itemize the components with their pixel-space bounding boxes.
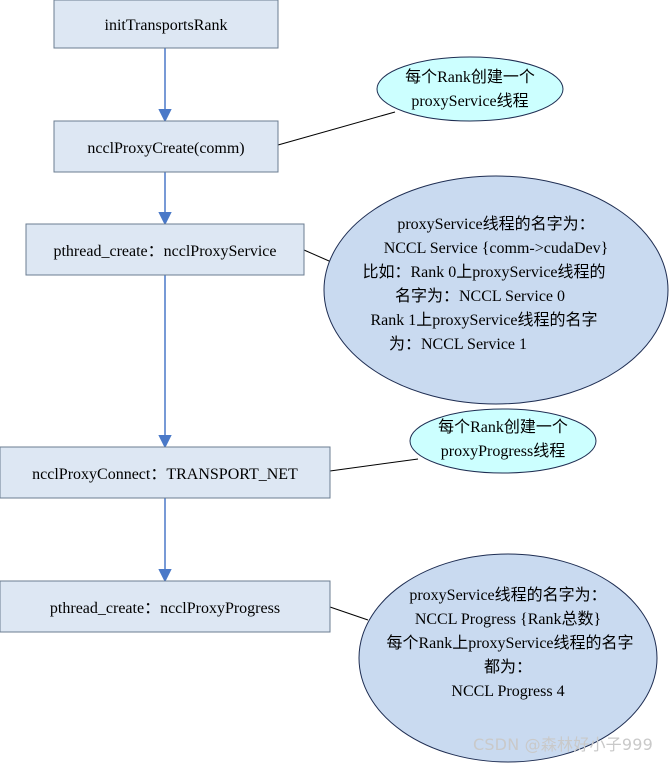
- note-proxy-service-create: 每个Rank创建一个 proxyService线程: [376, 56, 564, 122]
- note-line: NCCL Progress {Rank总数}: [415, 610, 601, 628]
- note-line: proxyService线程: [411, 92, 528, 110]
- note-line: NCCL Service {comm->cudaDev}: [384, 240, 609, 257]
- note-line: 每个Rank上proxyService线程的名字: [386, 634, 633, 652]
- box-init-transports-rank: initTransportsRank: [53, 0, 279, 49]
- connector-connect-note: [329, 458, 419, 472]
- connector-pthread-progress-note: [329, 606, 369, 621]
- box-label: ncclProxyConnect：TRANSPORT_NET: [32, 466, 298, 483]
- note-line: proxyService线程的名字为：: [397, 215, 594, 233]
- box-nccl-proxy-connect: ncclProxyConnect：TRANSPORT_NET: [0, 446, 331, 499]
- note-line: 都为：: [484, 658, 532, 676]
- note-proxy-progress-create: 每个Rank创建一个 proxyProgress线程: [409, 408, 597, 474]
- note-line: Rank 1上proxyService线程的名字: [370, 311, 597, 329]
- box-label: ncclProxyCreate(comm): [87, 140, 244, 157]
- note-proxy-progress-name: proxyService线程的名字为： NCCL Progress {Rank总…: [358, 553, 658, 763]
- box-pthread-create-proxy-progress: pthread_create：ncclProxyProgress: [0, 580, 331, 633]
- box-nccl-proxy-create: ncclProxyCreate(comm): [53, 120, 279, 173]
- connector-create-note: [277, 111, 396, 146]
- box-pthread-create-proxy-service: pthread_create：ncclProxyService: [25, 223, 305, 276]
- note-line: NCCL Progress 4: [451, 683, 564, 700]
- note-line: 每个Rank创建一个: [405, 68, 535, 86]
- note-line: 为：NCCL Service 1: [389, 335, 527, 353]
- box-label: initTransportsRank: [105, 17, 228, 34]
- watermark: CSDN @森林好小子999: [472, 735, 653, 754]
- note-line: 名字为：NCCL Service 0: [395, 287, 565, 305]
- note-proxy-service-name: proxyService线程的名字为： NCCL Service {comm->…: [323, 175, 669, 405]
- note-line: proxyService线程的名字为：: [409, 586, 606, 604]
- box-label: pthread_create：ncclProxyProgress: [50, 600, 280, 617]
- note-line: 比如：Rank 0上proxyService线程的: [362, 263, 605, 281]
- box-label: pthread_create：ncclProxyService: [53, 243, 276, 260]
- note-line: 每个Rank创建一个: [438, 418, 568, 436]
- note-line: proxyProgress线程: [441, 442, 565, 460]
